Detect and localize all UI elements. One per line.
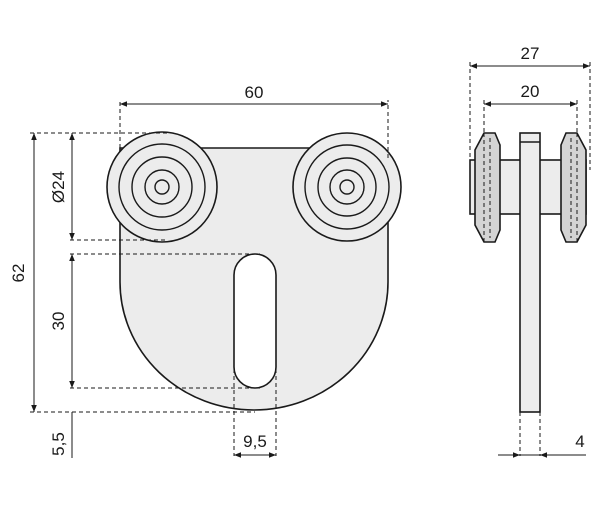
- right-wheel-profile: [560, 132, 587, 243]
- side-view: 27 20 4: [469, 44, 591, 458]
- plate-side: [519, 132, 541, 413]
- front-view: 60 62 Ø24 30 5,5 9,5: [9, 83, 402, 458]
- slot-width-label: 9,5: [243, 432, 267, 451]
- width-label: 60: [245, 83, 264, 102]
- plate-thickness-label: 4: [575, 432, 584, 451]
- left-wheel-profile: [474, 132, 501, 243]
- wheel-span-label: 20: [521, 82, 540, 101]
- left-wheel: [106, 131, 218, 243]
- right-wheel: [292, 132, 402, 242]
- mounting-slot: [233, 253, 277, 389]
- overall-width-label: 27: [521, 44, 540, 63]
- slot-length-label: 30: [49, 312, 68, 331]
- bottom-offset-label: 5,5: [49, 432, 68, 456]
- wheel-diameter-label: Ø24: [49, 171, 68, 203]
- total-height-label: 62: [9, 264, 28, 283]
